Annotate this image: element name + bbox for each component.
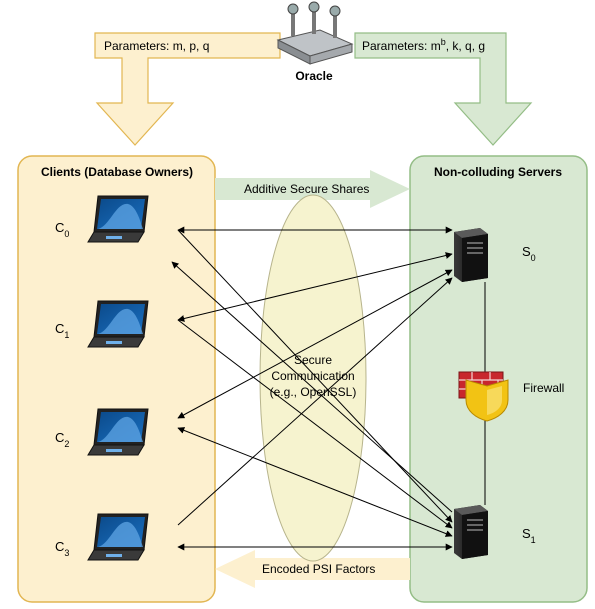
client-label-3: C3 — [55, 539, 69, 558]
link-c2-s1 — [177, 427, 453, 537]
client-label-0: C0 — [55, 220, 69, 239]
params-left-label: Parameters: m, p, q — [104, 39, 209, 53]
client-laptop-icon-2 — [87, 408, 149, 456]
server-label-0: S0 — [522, 244, 536, 263]
params-right-label: Parameters: mb, k, q, g — [362, 37, 485, 53]
link-s1-c0 — [171, 261, 453, 513]
encoded-psi-label: Encoded PSI Factors — [262, 562, 375, 576]
client-label-1: C1 — [55, 321, 69, 340]
client-label-2: C2 — [55, 430, 69, 449]
oracle-label: Oracle — [295, 69, 333, 83]
firewall-label: Firewall — [523, 381, 564, 395]
servers-title: Non-colluding Servers — [434, 165, 562, 179]
channel-line3: (e.g., OpenSSL) — [270, 385, 357, 399]
encoded-psi-arrow — [215, 550, 410, 588]
link-c3-s0 — [177, 277, 453, 526]
additive-shares-label: Additive Secure Shares — [244, 182, 369, 196]
server-icon-1 — [454, 505, 488, 559]
channel-line2: Communication — [271, 369, 354, 383]
firewall-icon — [458, 371, 509, 422]
params-left-arrow — [94, 32, 281, 146]
client-laptop-icon-1 — [87, 300, 149, 348]
link-c2-s0 — [177, 269, 453, 419]
additive-shares-arrow — [215, 170, 410, 208]
clients-title: Clients (Database Owners) — [41, 165, 193, 179]
server-icon-0 — [454, 228, 488, 282]
oracle-icon — [276, 1, 354, 65]
params-right-arrow — [354, 32, 533, 146]
server-label-1: S1 — [522, 526, 536, 545]
connection-arrows — [171, 226, 453, 551]
client-laptop-icon-0 — [87, 195, 149, 243]
client-laptop-icon-3 — [87, 513, 149, 561]
